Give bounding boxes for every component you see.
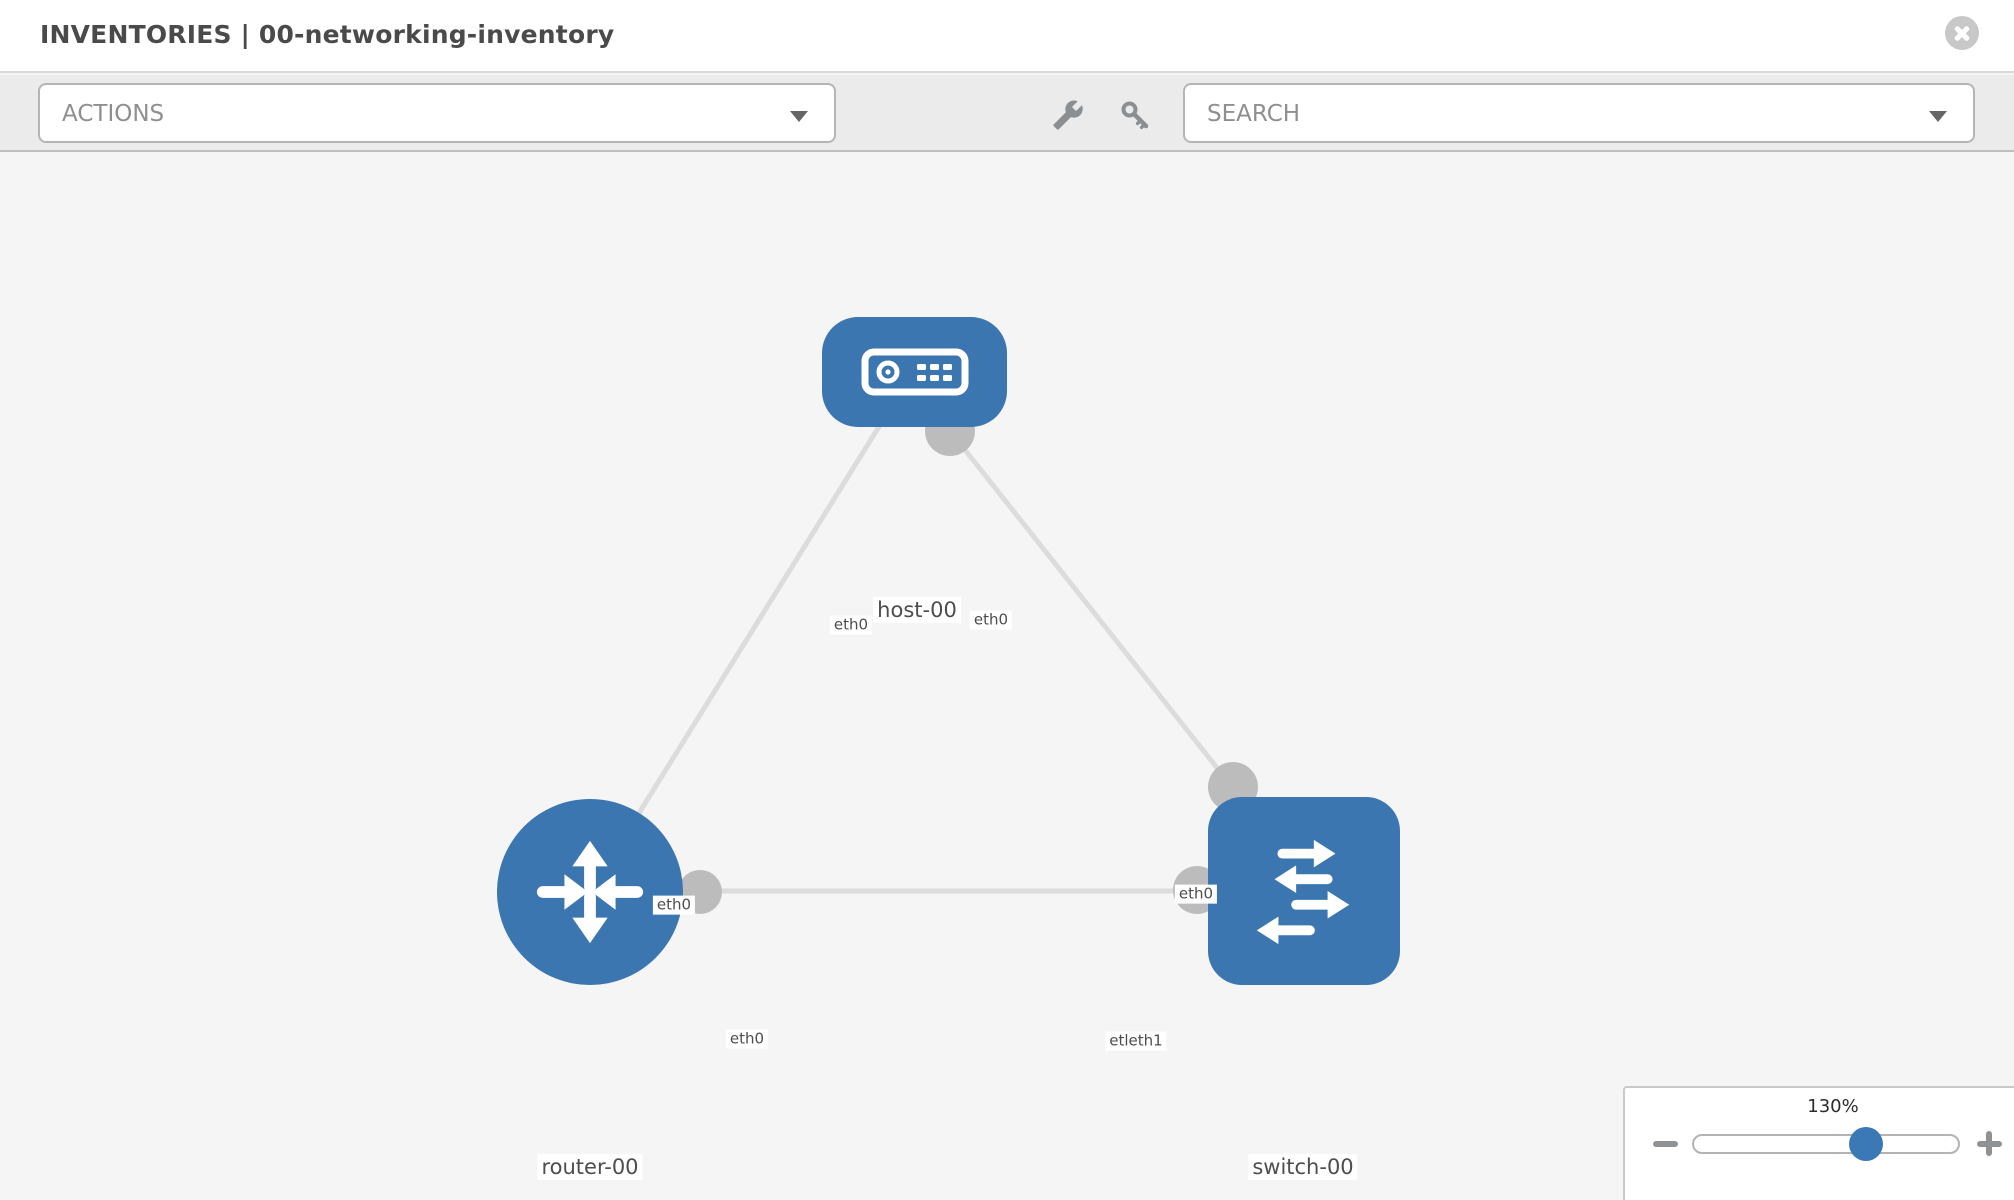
node-host-00[interactable] xyxy=(822,317,1007,427)
port-label-switch-left: etleth1 xyxy=(1105,1031,1167,1051)
zoom-slider-handle[interactable] xyxy=(1849,1127,1883,1161)
zoom-slider-track[interactable] xyxy=(1692,1134,1960,1154)
search-placeholder: SEARCH xyxy=(1207,101,1301,127)
chevron-down-icon xyxy=(1929,111,1947,122)
link-host-switch[interactable] xyxy=(948,429,1235,790)
port-label-host-left: eth0 xyxy=(829,615,873,635)
node-label-switch: switch-00 xyxy=(1248,1153,1358,1181)
wrench-icon[interactable] xyxy=(1052,99,1084,131)
port-label-host-right: eth0 xyxy=(969,610,1013,630)
page-title: INVENTORIES | 00-networking-inventory xyxy=(40,20,615,49)
node-router-00[interactable] xyxy=(497,799,683,985)
zoom-control-panel: 130% xyxy=(1623,1086,2014,1200)
router-arrows-icon xyxy=(536,840,644,944)
port-label-router-right: eth0 xyxy=(725,1029,769,1049)
node-switch-00[interactable] xyxy=(1208,797,1400,985)
key-icon[interactable] xyxy=(1119,99,1151,131)
topology-links xyxy=(587,423,1300,894)
close-icon[interactable] xyxy=(1945,16,1979,50)
node-label-host: host-00 xyxy=(873,596,961,624)
toolbar: ACTIONS SEARCH xyxy=(0,75,2014,152)
chevron-down-icon xyxy=(790,111,808,122)
topology-canvas[interactable]: host-00 router-00 switch-00 eth0 eth0 et… xyxy=(0,154,2014,1200)
zoom-in-plus-icon[interactable] xyxy=(1986,1131,1992,1156)
server-icon xyxy=(861,348,968,396)
actions-dropdown-label: ACTIONS xyxy=(62,101,165,127)
port-label-router-uplink: eth0 xyxy=(652,895,696,915)
zoom-level-value: 130% xyxy=(1807,1096,1859,1117)
switch-arrows-icon xyxy=(1256,839,1350,945)
port-label-switch-top: eth0 xyxy=(1174,884,1218,904)
node-label-router: router-00 xyxy=(537,1153,643,1181)
zoom-out-minus-icon[interactable] xyxy=(1653,1141,1678,1147)
actions-dropdown[interactable]: ACTIONS xyxy=(38,83,836,143)
search-dropdown[interactable]: SEARCH xyxy=(1183,83,1975,143)
panel-header: INVENTORIES | 00-networking-inventory xyxy=(0,0,2014,73)
